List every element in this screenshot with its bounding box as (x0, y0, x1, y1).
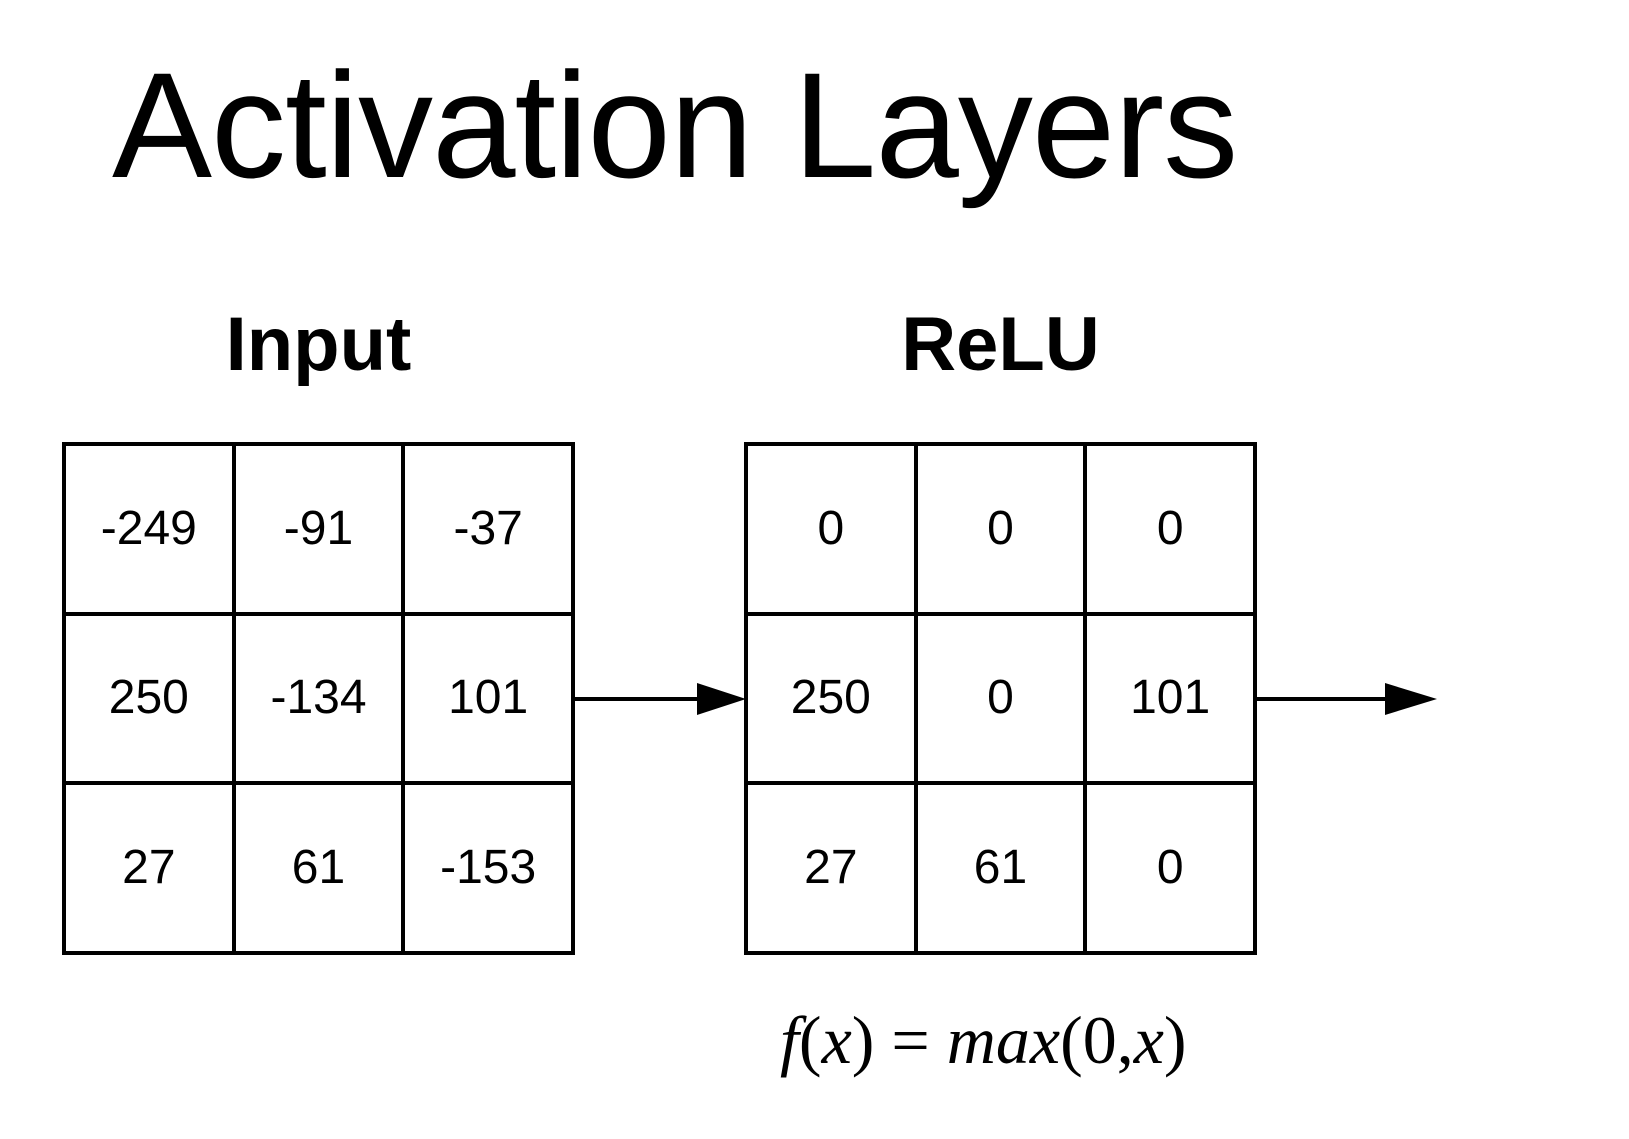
relu-cell: 0 (1085, 444, 1255, 614)
relu-cell: 27 (746, 783, 916, 953)
input-cell: -249 (64, 444, 234, 614)
formula-zero: 0 (1082, 1002, 1117, 1078)
slide-title: Activation Layers (112, 41, 1238, 209)
formula-open-paren: ( (1060, 1002, 1083, 1078)
relu-cell: 0 (746, 444, 916, 614)
input-grid: -249 -91 -37 250 -134 101 27 61 -153 (62, 442, 575, 955)
relu-cell: 101 (1085, 613, 1255, 784)
relu-output-arrow (1257, 683, 1437, 715)
relu-cell: 61 (915, 783, 1086, 953)
input-cell: -91 (233, 444, 404, 614)
relu-grid-label: ReLU (901, 302, 1100, 387)
formula-f: f (780, 1002, 799, 1078)
input-cell: 61 (233, 783, 404, 953)
input-cell: 250 (64, 613, 234, 784)
formula-x: x (821, 1002, 852, 1078)
formula-max: max (946, 1002, 1061, 1078)
input-cell: -37 (403, 444, 573, 614)
relu-grid: 0 0 0 250 0 101 27 61 0 (744, 442, 1257, 955)
input-grid-label: Input (225, 302, 412, 387)
input-cell: -153 (403, 783, 573, 953)
input-cell: 101 (403, 613, 573, 784)
formula-close-paren: ) (851, 1002, 875, 1078)
relu-cell: 0 (1085, 783, 1255, 953)
relu-cell: 0 (915, 613, 1086, 784)
formula-x: x (1133, 1002, 1164, 1078)
relu-formula: f(x) = max(0,x) (780, 995, 1300, 1085)
formula-open-paren: ( (798, 1002, 822, 1078)
formula-close-paren: ) (1163, 1002, 1187, 1078)
input-cell: -134 (233, 613, 404, 784)
formula-comma: , (1116, 1002, 1134, 1078)
relu-cell: 250 (746, 613, 916, 784)
formula-equals: = (874, 1002, 947, 1078)
input-to-relu-arrow (575, 683, 746, 715)
input-cell: 27 (64, 783, 234, 953)
relu-cell: 0 (915, 444, 1086, 614)
